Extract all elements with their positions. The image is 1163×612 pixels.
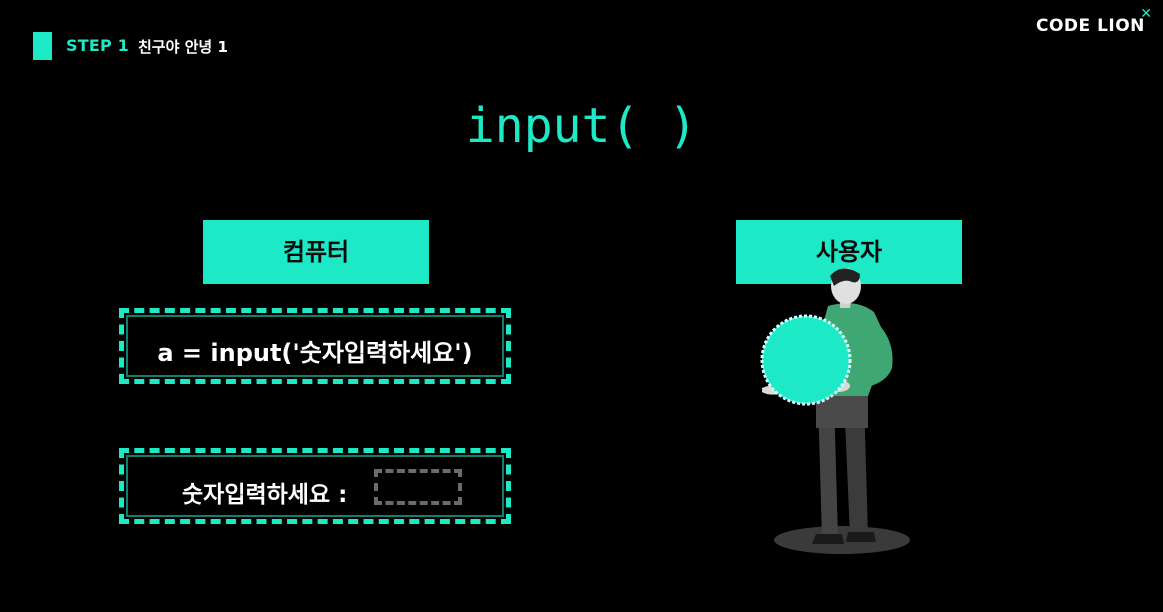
prompt-box: 숫자입력하세요 : [119, 448, 511, 524]
person-shoes [812, 534, 844, 544]
page-title: input( ) [465, 98, 698, 154]
step-label: STEP 1 [66, 36, 129, 55]
code-box: a = input('숫자입력하세요') [119, 308, 511, 384]
step-title: 친구야 안녕 1 [138, 38, 228, 56]
code-line: a = input('숫자입력하세요') [157, 339, 473, 367]
computer-label: 컴퓨터 [203, 220, 429, 284]
person-holding-circle-illustration [760, 268, 910, 554]
step-marker [33, 32, 52, 60]
person-arm [844, 318, 893, 390]
prompt-text: 숫자입력하세요 : [182, 482, 348, 508]
person-hair [830, 268, 860, 286]
logo-text: CODE LION [1036, 16, 1145, 36]
person-legs [818, 398, 838, 538]
code-lion-logo: CODE LION ✕ [1036, 6, 1156, 42]
accent-circle [760, 314, 852, 406]
logo-x-icon: ✕ [1140, 6, 1152, 22]
input-slot [374, 469, 462, 505]
